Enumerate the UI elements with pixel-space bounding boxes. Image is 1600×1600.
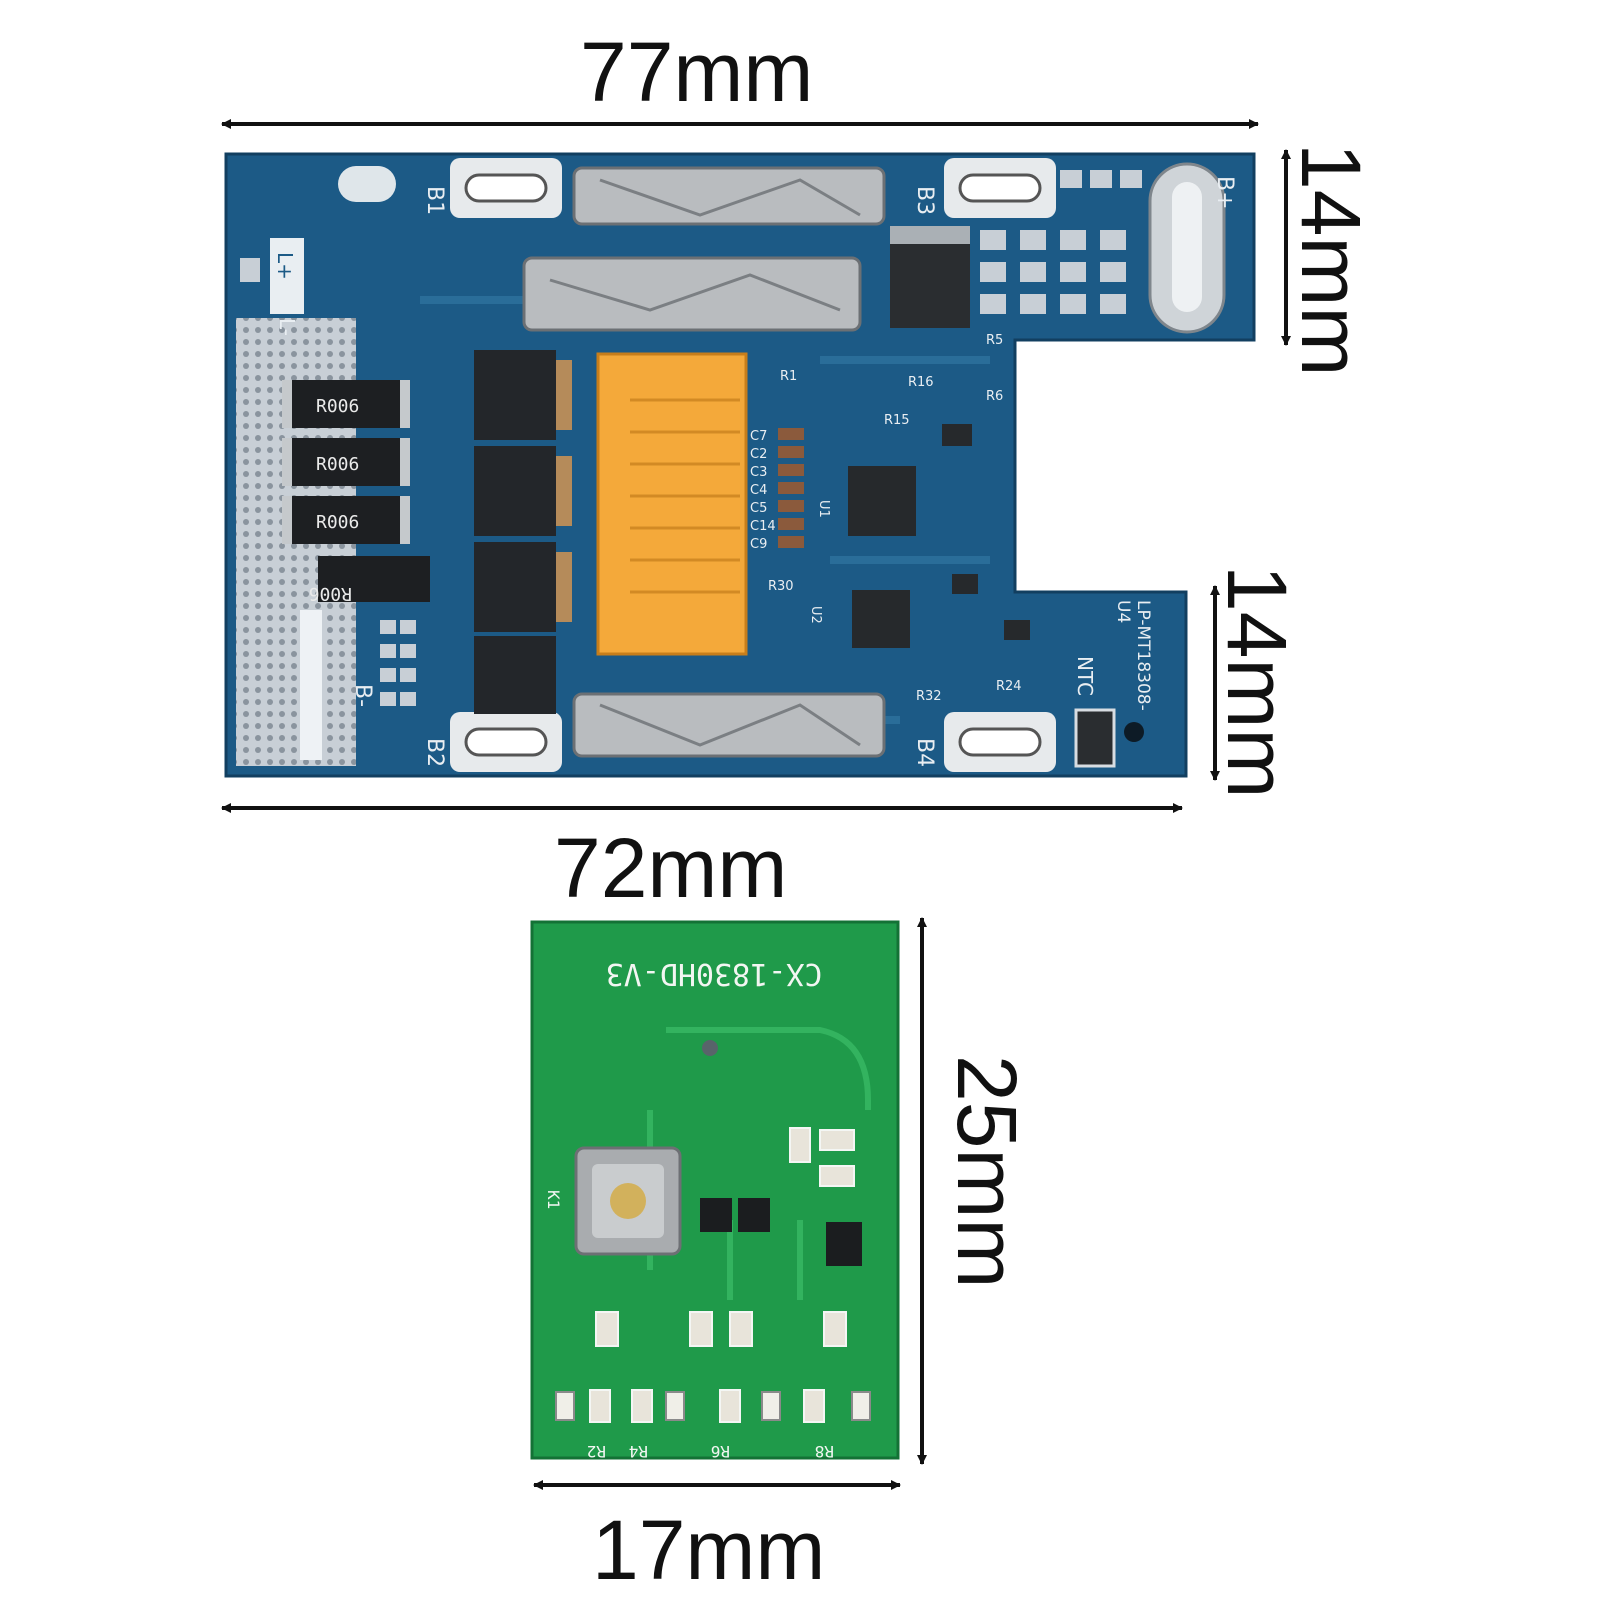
- label-b-plus: B+: [1212, 176, 1237, 210]
- resistor-label-4: R006: [309, 583, 352, 604]
- nickel-strip-top: [572, 166, 886, 226]
- label-u1: U1: [816, 500, 831, 518]
- cap-label-7: C9: [750, 537, 767, 552]
- cap-label-5: C5: [750, 501, 767, 516]
- shunt-resistors: [282, 380, 430, 602]
- label-r24: R24: [996, 679, 1022, 694]
- label-r16: R16: [908, 375, 934, 390]
- tact-switch: [574, 1146, 682, 1256]
- label-r6: R6: [986, 389, 1003, 404]
- label-b2: B2: [422, 738, 447, 767]
- label-version: U4: [1113, 600, 1133, 623]
- right-lower-height-label: 14mm: [1210, 565, 1304, 799]
- resistor-label-3: R006: [316, 512, 359, 533]
- small-label-r6: R6: [711, 1442, 730, 1461]
- label-ntc: NTC: [1073, 656, 1097, 696]
- resistor-label-2: R006: [316, 454, 359, 475]
- u1-chip: [848, 466, 916, 536]
- label-r1: R1: [780, 369, 797, 384]
- mosfet-column: [474, 350, 572, 714]
- label-l-plus: L+: [273, 252, 297, 280]
- label-r15: R15: [884, 413, 910, 428]
- label-r30: R30: [768, 579, 794, 594]
- label-l-minus: L-: [275, 318, 299, 336]
- label-b3: B3: [912, 186, 937, 215]
- small-label-r2: R2: [587, 1442, 606, 1461]
- balance-connector: [596, 352, 748, 656]
- cap-label-1: C7: [750, 429, 767, 444]
- top-width-label: 77mm: [580, 25, 814, 119]
- cap-label-4: C4: [750, 483, 767, 498]
- small-label-r8: R8: [815, 1442, 834, 1461]
- u3-chip: [890, 240, 970, 328]
- label-k1: K1: [544, 1190, 563, 1209]
- right-upper-height-label: 14mm: [1284, 143, 1378, 377]
- u2-chip: [852, 590, 910, 648]
- cap-label-2: C2: [750, 447, 767, 462]
- cap-label-3: C3: [750, 465, 767, 480]
- label-model: LP-MT18308-: [1133, 600, 1153, 711]
- label-b1: B1: [422, 186, 447, 215]
- small-height-label: 25mm: [940, 1055, 1034, 1289]
- ntc-pad: [1074, 708, 1116, 768]
- small-width-label: 17mm: [592, 1503, 826, 1597]
- cap-label-6: C14: [750, 519, 776, 534]
- label-u2: U2: [808, 606, 823, 624]
- bottom-width-label: 72mm: [554, 821, 788, 915]
- resistor-label-1: R006: [316, 396, 359, 417]
- label-r5: R5: [986, 333, 1003, 348]
- label-b4: B4: [912, 738, 937, 767]
- label-r32: R32: [916, 689, 942, 704]
- label-b-minus: B-: [350, 684, 375, 707]
- small-label-r4: R4: [629, 1442, 648, 1461]
- small-model-label: CX-1830HD-V3: [606, 956, 823, 991]
